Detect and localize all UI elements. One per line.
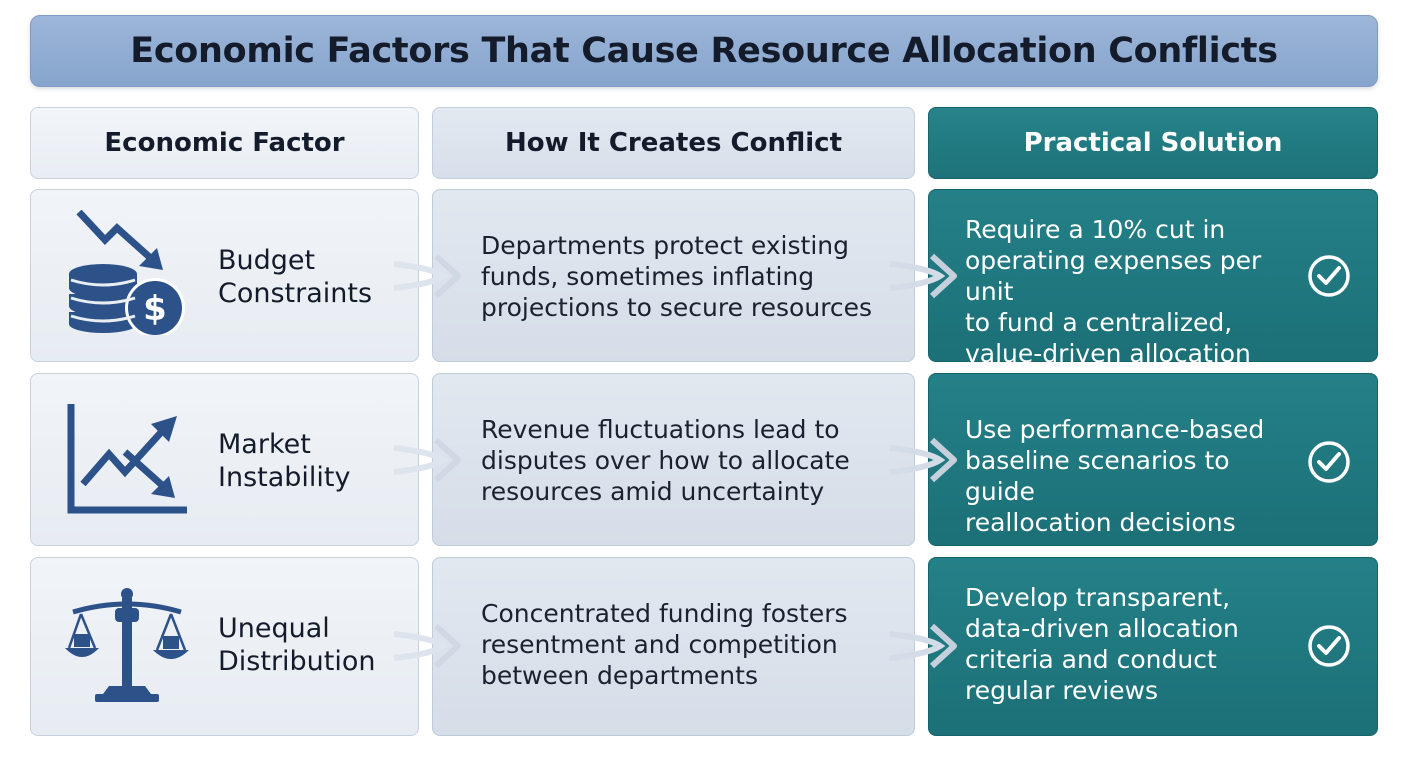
header-how-it-creates-conflict: How It Creates Conflict (432, 107, 915, 179)
conflict-line: resources amid uncertainty (481, 477, 825, 506)
conflict-line: projections to secure resources (481, 293, 873, 322)
solution-card-unequal-distribution: Develop transparent, data-driven allocat… (928, 557, 1378, 736)
header-economic-factor: Economic Factor (30, 107, 419, 179)
conflict-line: resentment and competition (481, 630, 838, 659)
solution-line: Use performance-based (965, 415, 1265, 444)
conflict-line: Revenue fluctuations lead to (481, 415, 840, 444)
conflict-card-budget-constraints: Departments protect existing funds, some… (432, 189, 915, 362)
solution-line: reallocation decisions (965, 508, 1236, 537)
factor-label: Budget Constraints (218, 244, 372, 310)
factor-card-budget-constraints: $ Budget Constraints (30, 189, 419, 362)
solution-line: regular reviews (965, 676, 1159, 705)
conflict-line: disputes over how to allocate (481, 446, 850, 475)
conflict-text: Departments protect existing funds, some… (481, 230, 894, 323)
flow-arrow-icon (889, 253, 957, 299)
flow-arrow-icon (889, 623, 957, 669)
factor-label: Market Instability (218, 428, 350, 494)
solution-text: Develop transparent, data-driven allocat… (965, 582, 1307, 706)
solution-line: Require a 10% cut in (965, 215, 1226, 244)
flow-arrow-icon (393, 253, 461, 299)
conflict-text: Revenue fluctuations lead to disputes ov… (481, 414, 894, 507)
solution-line: operating expenses per unit (965, 246, 1262, 306)
title-bar: Economic Factors That Cause Resource All… (30, 15, 1378, 87)
conflict-line: Concentrated funding fosters (481, 599, 848, 628)
conflict-line: Departments protect existing (481, 231, 849, 260)
conflict-line: funds, sometimes inflating (481, 262, 815, 291)
check-circle-icon (1308, 255, 1350, 297)
check-circle-icon (1308, 625, 1350, 667)
factor-label-line-2: Constraints (218, 278, 373, 309)
conflict-card-market-instability: Revenue fluctuations lead to disputes ov… (432, 373, 915, 546)
conflict-text: Concentrated funding fosters resentment … (481, 598, 894, 691)
svg-text:$: $ (143, 289, 167, 329)
solution-text: Require a 10% cut in operating expenses … (965, 214, 1307, 400)
solution-line: Develop transparent, (965, 583, 1231, 612)
solution-card-budget-constraints: Require a 10% cut in operating expenses … (928, 189, 1378, 399)
balance-scale-icon (65, 588, 189, 702)
factor-label-line-2: Distribution (218, 646, 376, 677)
conflict-card-unequal-distribution: Concentrated funding fosters resentment … (432, 557, 915, 736)
factor-label-line-1: Budget (218, 245, 316, 276)
factor-card-unequal-distribution: Unequal Distribution (30, 557, 419, 736)
solution-text: Use performance-based baseline scenarios… (965, 414, 1307, 538)
solution-card-market-instability: Use performance-based baseline scenarios… (928, 373, 1378, 546)
flow-arrow-icon (393, 437, 461, 483)
solution-line: baseline scenarios to guide (965, 446, 1230, 506)
solution-line: data-driven allocation (965, 614, 1239, 643)
conflict-line: between departments (481, 661, 758, 690)
solution-line: to fund a centralized, (965, 308, 1233, 337)
check-circle-icon (1308, 441, 1350, 483)
factor-card-market-instability: Market Instability (30, 373, 419, 546)
factor-label-line-1: Unequal (218, 613, 330, 644)
header-practical-solution: Practical Solution (928, 107, 1378, 179)
factor-label-line-2: Instability (218, 462, 351, 493)
factor-label: Unequal Distribution (218, 612, 376, 678)
volatile-chart-icon (67, 404, 187, 514)
page-title: Economic Factors That Cause Resource All… (130, 31, 1278, 71)
flow-arrow-icon (889, 437, 957, 483)
flow-arrow-icon (393, 623, 461, 669)
solution-line: criteria and conduct (965, 645, 1217, 674)
coins-down-trend-icon: $ (69, 210, 185, 335)
factor-label-line-1: Market (218, 429, 311, 460)
